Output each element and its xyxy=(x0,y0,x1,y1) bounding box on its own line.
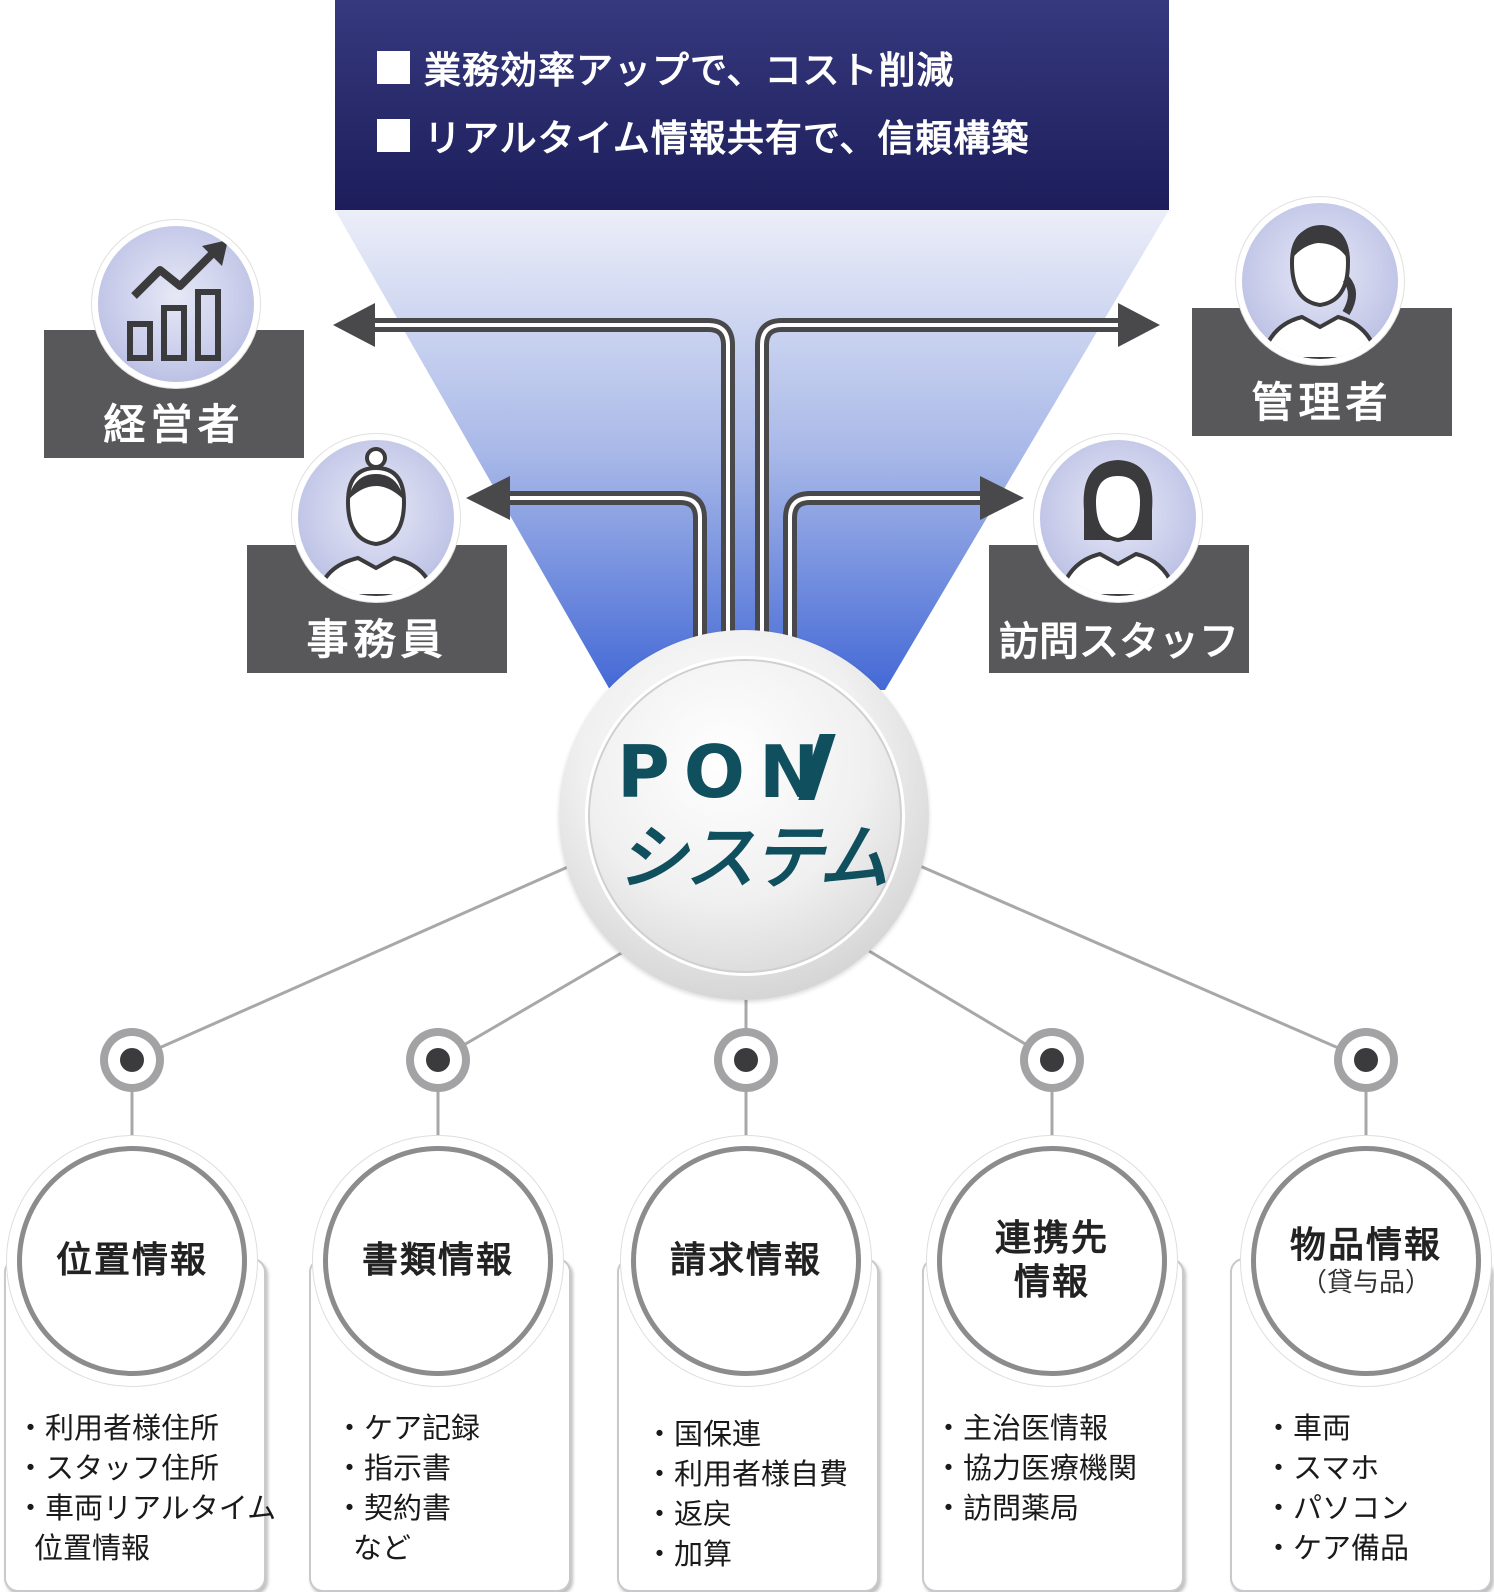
info-list-equipment: ・車両 ・スマホ ・パソコン ・ケア備品 xyxy=(1264,1408,1409,1568)
category-title: 位置情報 xyxy=(55,1240,208,1281)
banner-line-trust: リアルタイム情報共有で、信頼構築 xyxy=(377,108,1029,162)
info-list-partners: ・主治医情報 ・協力医療機関 ・訪問薬局 xyxy=(934,1408,1137,1528)
connector-node-partners xyxy=(1020,1028,1084,1092)
arrowhead-manager xyxy=(1118,303,1160,347)
list-item: ・車両リアルタイム xyxy=(16,1491,277,1525)
category-title: 物品情報 xyxy=(1289,1225,1442,1266)
arrowhead-visiting-staff xyxy=(980,476,1024,520)
list-item: ・ケア記録 xyxy=(335,1411,481,1445)
list-item: ・協力医療機関 xyxy=(934,1451,1138,1485)
list-item: など xyxy=(353,1531,412,1565)
arrow-pipes xyxy=(372,318,1122,640)
role-admin-staff: 事務員 xyxy=(247,545,507,673)
visiting-staff-avatar-icon xyxy=(1034,434,1202,602)
category-circle-partners: 連携先 情報 xyxy=(927,1136,1177,1386)
role-manager-label: 管理者 xyxy=(1251,378,1393,427)
connector-lines xyxy=(130,864,1368,1140)
connector-node-equipment xyxy=(1334,1028,1398,1092)
list-item: ・利用者様自費 xyxy=(645,1457,849,1491)
category-circle-documents: 書類情報 xyxy=(313,1136,563,1386)
role-visiting-staff-label: 訪問スタッフ xyxy=(999,619,1239,665)
banner-line-cost: 業務効率アップで、コスト削減 xyxy=(377,40,955,94)
admin-staff-avatar-icon xyxy=(292,434,460,602)
list-item: 位置情報 xyxy=(34,1531,151,1565)
role-admin-staff-label: 事務員 xyxy=(306,615,448,664)
list-item: ・契約書 xyxy=(335,1491,452,1525)
list-item: ・スマホ xyxy=(1264,1451,1380,1485)
role-visiting-staff: 訪問スタッフ xyxy=(989,545,1249,673)
pon-logo-text: PON xyxy=(617,730,834,814)
system-logo-text: システム xyxy=(617,817,889,899)
list-item: ・指示書 xyxy=(335,1451,452,1485)
list-item: ・加算 xyxy=(645,1537,733,1571)
connector-node-billing xyxy=(714,1028,778,1092)
list-item: ・ケア備品 xyxy=(1264,1531,1410,1565)
pon-hub-ring xyxy=(585,656,905,976)
role-executive-label: 経営者 xyxy=(103,400,245,449)
connector-node-documents xyxy=(406,1028,470,1092)
list-item: ・車両 xyxy=(1264,1411,1352,1445)
arrowhead-admin-staff xyxy=(466,476,510,520)
arrowhead-executive xyxy=(333,303,375,347)
category-title: 請求情報 xyxy=(669,1240,822,1281)
list-item: ・返戻 xyxy=(645,1497,733,1531)
pon-system-hub: PON システム xyxy=(559,630,929,1000)
square-bullet-icon xyxy=(377,118,410,152)
list-item: ・利用者様住所 xyxy=(16,1411,220,1445)
growth-chart-icon xyxy=(92,220,260,388)
list-item: ・訪問薬局 xyxy=(934,1491,1080,1525)
banner-text-cost: 業務効率アップで、コスト削減 xyxy=(424,49,955,92)
banner-text-trust: リアルタイム情報共有で、信頼構築 xyxy=(424,117,1030,160)
category-circle-billing: 請求情報 xyxy=(621,1136,871,1386)
headline-banner: 業務効率アップで、コスト削減 リアルタイム情報共有で、信頼構築 xyxy=(335,0,1169,210)
info-list-billing: ・国保連 ・利用者様自費 ・返戻 ・加算 xyxy=(645,1414,848,1574)
connector-node-location xyxy=(100,1028,164,1092)
category-subtitle: （貸与品） xyxy=(1300,1268,1431,1298)
info-list-documents: ・ケア記録 ・指示書 ・契約書 など xyxy=(335,1408,480,1568)
list-item: ・国保連 xyxy=(645,1417,762,1451)
list-item: ・スタッフ住所 xyxy=(16,1451,220,1485)
category-title: 連携先 xyxy=(994,1218,1109,1259)
square-bullet-icon xyxy=(377,50,410,84)
list-item: ・パソコン xyxy=(1264,1491,1410,1525)
list-item: ・主治医情報 xyxy=(934,1411,1109,1445)
arrow-heads xyxy=(333,303,1160,520)
category-circle-location: 位置情報 xyxy=(7,1136,257,1386)
manager-avatar-icon xyxy=(1236,197,1404,365)
category-circle-equipment: 物品情報 （貸与品） xyxy=(1241,1136,1491,1386)
category-title: 書類情報 xyxy=(361,1240,514,1281)
category-title-line2: 情報 xyxy=(1013,1262,1090,1303)
info-list-location: ・利用者様住所 ・スタッフ住所 ・車両リアルタイム 位置情報 xyxy=(16,1408,276,1568)
